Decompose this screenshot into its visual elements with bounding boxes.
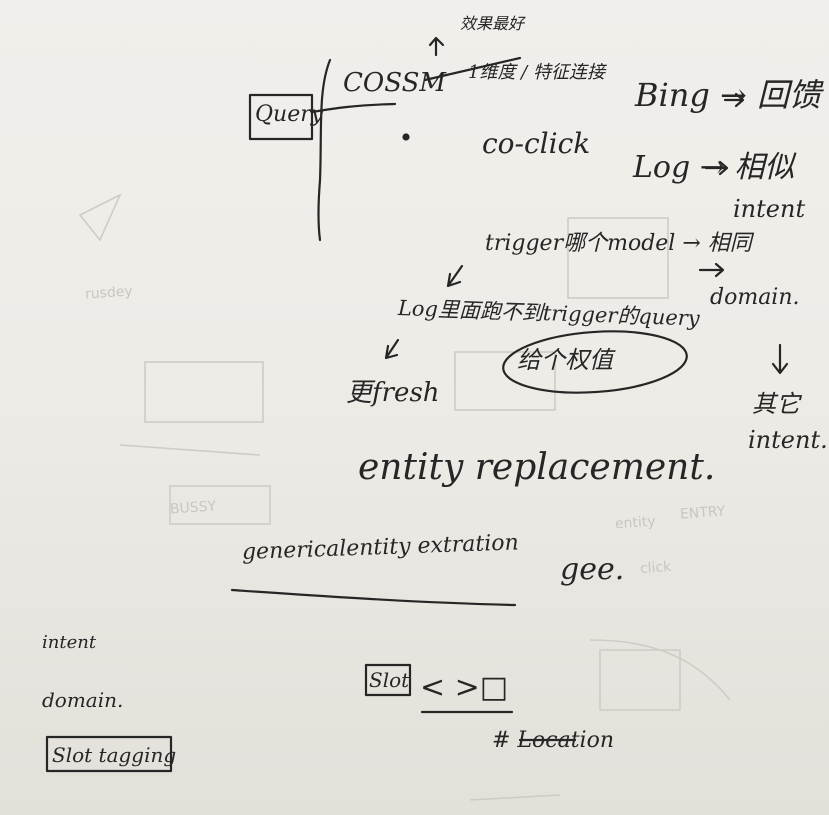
gee-label: gee.: [560, 552, 625, 587]
slot-box: [364, 663, 412, 697]
coclick-label: co-click: [482, 127, 591, 160]
location-label: # Location: [492, 728, 615, 753]
brace: [317, 58, 332, 242]
intent-label: intent: [733, 195, 806, 223]
other-label: 其它: [752, 390, 800, 418]
cossm-underline: [310, 102, 397, 114]
fresh-label: 更fresh: [346, 378, 440, 408]
intent-left-label: intent: [42, 632, 97, 653]
slot-arrows: < >□: [420, 670, 509, 705]
weight-circle: [502, 330, 688, 394]
cossm-link: [423, 56, 522, 82]
domain-left-label: domain.: [42, 688, 124, 712]
query-label: Query: [255, 102, 324, 127]
trigger-label: trigger哪个model → 相同: [485, 231, 752, 256]
domain-label: domain.: [710, 285, 800, 310]
slot-tagging-label: Slot tagging: [52, 743, 177, 767]
weight-label: 给个权值: [517, 346, 613, 374]
cossm-note: 1维度 / 特征连接: [468, 62, 605, 83]
bing-label: Bing → 回馈: [635, 76, 822, 114]
query-box: [248, 93, 314, 141]
top-note: 效果最好: [460, 14, 525, 33]
down-arrow: [771, 343, 789, 375]
slot-tagging-box: [45, 735, 173, 773]
top-arrow: [428, 36, 445, 57]
entity-replacement-label: entity replacement.: [358, 447, 716, 488]
gee-underline: [230, 588, 517, 607]
intent-label: intent.: [748, 426, 828, 454]
cossm-label: COSSM: [343, 68, 446, 98]
log-label: Log → 相似: [633, 150, 795, 185]
down-left-arrow: [446, 264, 464, 288]
slot-label: Slot: [369, 668, 410, 692]
